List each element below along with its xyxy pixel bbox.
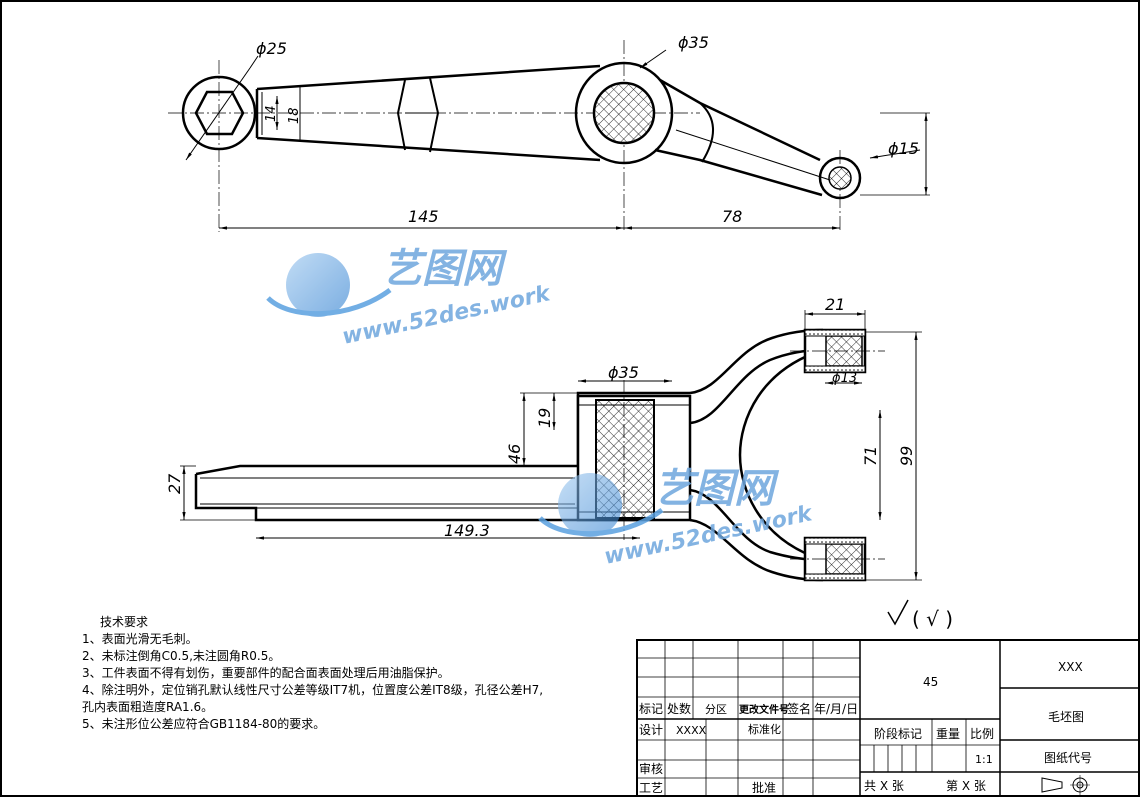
- dim-length-145: 145: [408, 207, 439, 226]
- tb-designer: XXXX: [676, 724, 707, 737]
- right-hub-bore: [828, 166, 852, 190]
- right-arm: [654, 78, 823, 197]
- tb-date: 年/月/日: [814, 702, 858, 716]
- tb-company: XXX: [1058, 660, 1083, 674]
- left-hub-hex: [194, 90, 245, 136]
- tb-stage: 阶段标记: [874, 726, 922, 741]
- dim-pin-diameter: ϕ13: [832, 371, 857, 386]
- tech-req-item: 4、除注明外，定位销孔默认线性尺寸公差等级IT7机，位置度公差IT8级，孔径公差…: [82, 683, 544, 697]
- watermark-brand-2: 艺图网: [654, 466, 780, 512]
- left-hub-outer: [181, 75, 257, 151]
- title-block-text: 标记 处数 分区 更改文件号 签名 年/月/日 设计 XXXX 标准化 审核 工…: [639, 660, 1092, 795]
- tech-req-item: 1、表面光滑无毛刺。: [82, 632, 198, 646]
- dim-width-21: 21: [825, 295, 845, 314]
- dim-height-27: 27: [165, 473, 184, 494]
- dim-height-18: 18: [287, 107, 302, 124]
- tb-material: 45: [923, 675, 938, 689]
- arm-rib: [396, 77, 440, 153]
- fork-inner-curve: [738, 348, 824, 562]
- center-hub-outer: [574, 61, 674, 165]
- watermark-brand: 艺图网: [382, 246, 508, 292]
- top-view: [168, 40, 930, 232]
- dim-height-71: 71: [861, 446, 880, 466]
- tb-drawing-name: 毛坯图: [1048, 710, 1084, 724]
- tb-change-doc: 更改文件号: [739, 703, 789, 716]
- tb-mark: 标记: [639, 702, 663, 716]
- main-arm: [255, 64, 601, 162]
- dim-right-diameter: ϕ15: [888, 139, 919, 158]
- tb-review: 审核: [639, 761, 663, 776]
- tb-drawing-code: 图纸代号: [1044, 751, 1092, 765]
- tech-req-title: 技术要求: [100, 615, 149, 629]
- tb-process: 工艺: [639, 781, 663, 795]
- dim-height-19: 19: [535, 408, 554, 428]
- top-view-dimensions: ϕ25 ϕ35 ϕ15 145 78 14 18: [256, 33, 919, 226]
- dim-hub-diameter: ϕ35: [608, 363, 639, 382]
- front-view-dimensions: 21 ϕ35 ϕ13 19 46 27 149.3 71 99: [165, 295, 916, 540]
- dim-length-149: 149.3: [444, 521, 490, 540]
- surface-roughness-symbol: ( √ ): [887, 599, 953, 631]
- tb-weight: 重量: [936, 727, 960, 741]
- tb-standard: 标准化: [748, 722, 781, 736]
- tb-zone: 分区: [705, 703, 727, 716]
- dim-height-99: 99: [897, 446, 916, 466]
- tb-scale-value: 1:1: [975, 753, 993, 766]
- dim-height-14: 14: [264, 105, 279, 122]
- right-hub-outer: [818, 156, 862, 200]
- watermark-1: 艺图网 www.52des.work: [266, 246, 554, 350]
- dim-center-diameter: ϕ35: [678, 33, 709, 52]
- tech-req-item: 2、未标注倒角C0.5,未注圆角R0.5。: [82, 649, 281, 663]
- tech-req-item: 孔内表面粗造度RA1.6。: [82, 700, 214, 714]
- tb-design: 设计: [639, 723, 663, 737]
- dim-length-78: 78: [722, 207, 742, 226]
- title-block: [636, 639, 1140, 797]
- tb-approve: 批准: [752, 780, 776, 795]
- dim-height-46: 46: [505, 444, 524, 464]
- tb-count: 处数: [667, 701, 691, 716]
- tech-req-item: 3、工件表面不得有划伤，重要部件的配合面表面处理后用油脂保护。: [82, 666, 450, 680]
- dim-left-diameter: ϕ25: [256, 39, 287, 58]
- tech-req-item: 5、未注形位公差应符合GB1184-80的要求。: [82, 717, 326, 731]
- surface-symbol-text: ( √ ): [912, 607, 953, 631]
- tb-sheet: 第 X 张: [946, 779, 986, 793]
- tb-total: 共 X 张: [864, 779, 904, 793]
- center-hub-bore: [592, 81, 656, 145]
- technical-requirements: 技术要求 1、表面光滑无毛刺。 2、未标注倒角C0.5,未注圆角R0.5。 3、…: [82, 614, 543, 733]
- tb-sign: 签名: [787, 701, 811, 716]
- tb-scale-label: 比例: [970, 727, 994, 741]
- front-view: [180, 310, 922, 582]
